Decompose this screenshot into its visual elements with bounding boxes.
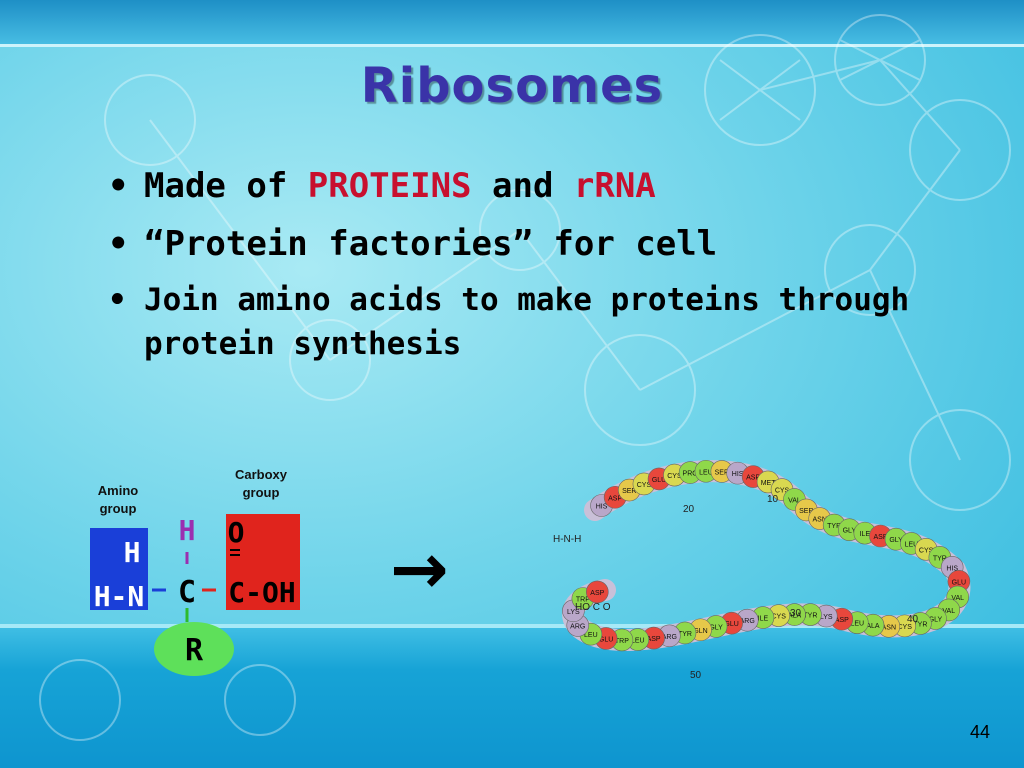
bullet-dot: •	[108, 166, 129, 206]
amino-acid-bead	[585, 580, 609, 604]
amino-acid-bead-label: GLY	[843, 528, 857, 535]
amino-acid-bead-label: ASP	[835, 617, 849, 624]
amino-acid-bead-label: ILE	[758, 616, 769, 623]
side-chain-r: R	[185, 633, 204, 668]
bottom-divider	[0, 624, 1024, 628]
amino-acid-bead-label: CYS	[919, 547, 934, 554]
amino-acid-bead-label: TYR	[803, 613, 817, 620]
amino-acid-bead-label: TYR	[913, 621, 927, 628]
amino-acid-bead-label: CYS	[667, 473, 682, 480]
amino-acid-diagram: H H-N H C O C-OH R	[90, 514, 300, 676]
amino-hn: H-N	[94, 580, 145, 613]
amino-acid-bead-label: ASP	[746, 475, 760, 482]
side-chain-circle	[154, 622, 234, 676]
amino-h: H	[124, 536, 141, 569]
amino-acid-bead-label: GLY	[889, 537, 903, 544]
amino-acid-bead-label: ASN	[812, 517, 826, 524]
bullet-made-of: • Made of PROTEINS and rRNA	[108, 160, 978, 212]
amino-acid-bead-label: GLN	[693, 628, 707, 635]
bullet-list: • Made of PROTEINS and rRNA • “Protein f…	[108, 160, 978, 366]
amino-acid-bead-label: LEU	[850, 621, 864, 628]
amino-acid-bead-label: CYS	[771, 614, 786, 621]
amino-acid-bead-label: ARG	[570, 623, 585, 630]
amino-acid-bead-label: HIS	[946, 565, 958, 572]
page-number: 44	[970, 722, 991, 742]
amino-acid-bead-label: VAL	[951, 595, 964, 602]
amino-acid-bead-label: ALA	[866, 623, 880, 630]
amino-acid-bead-label: ASN	[882, 624, 896, 631]
arrow-right-icon: →	[390, 528, 449, 610]
amino-acid-bead-label: LYS	[567, 609, 580, 616]
amino-acid-bead-label: SER	[622, 488, 636, 495]
bullet-dot: •	[108, 224, 129, 264]
amino-acid-bead-label: TRP	[615, 638, 629, 645]
chain-number-20: 20	[683, 504, 695, 515]
carboxy-coh: C-OH	[228, 576, 295, 609]
center-c: C	[178, 575, 196, 610]
amino-acid-bead-label: ASP	[608, 495, 622, 502]
amino-acid-bead-label: TYR	[827, 523, 841, 530]
amino-acid-bead-label: CYS	[637, 482, 652, 489]
amino-acid-bead-label: ARG	[662, 634, 677, 641]
amino-acid-bead-label: TYR	[933, 555, 947, 562]
amino-acid-bead-label: ASP	[590, 590, 604, 597]
amino-acid-bead-label: ILE	[860, 531, 871, 538]
carboxyl-group: HO C O	[575, 602, 611, 613]
amino-acid-bead-label: ASP	[873, 534, 887, 541]
amino-acid-bead-label: GLU	[652, 477, 666, 484]
amino-acid-bead-label: LYS	[820, 614, 833, 621]
carboxy-group-label: Carboxy group	[234, 467, 288, 500]
amino-acid-bead-label: CYS	[898, 624, 913, 631]
amino-acid-bead-label: VAL	[788, 497, 801, 504]
slide-title: Ribosomes	[360, 58, 664, 114]
carboxy-o: O	[228, 516, 245, 549]
proteins-highlight: PROTEINS	[307, 166, 472, 206]
chain-number-40: 40	[907, 614, 919, 625]
amino-acid-bead-label: SER	[799, 508, 813, 515]
carboxy-group-box	[226, 514, 300, 610]
amino-acid-bead-label: PRO	[683, 471, 699, 478]
amino-acid-bead-label: HIS	[596, 504, 608, 511]
bullet-join-amino-acids: • Join amino acids to make proteins thro…	[108, 278, 978, 366]
amino-acid-bead-label: GLY	[709, 624, 723, 631]
amino-acid-bead-label: LEU	[584, 632, 598, 639]
chain-number-30: 30	[790, 608, 802, 619]
amino-acid-bead-label: TRP	[576, 596, 590, 603]
amino-acid-bead-label: GLU	[599, 636, 613, 643]
amino-acid-bead-label: TYR	[678, 631, 692, 638]
bullet-dot: •	[108, 282, 127, 318]
amino-acid-bead-label: HIS	[732, 471, 744, 478]
amino-acid-bead-label: SER	[715, 469, 729, 476]
amine-group: H-N-H	[553, 534, 581, 545]
amino-acid-bead-label: ARG	[740, 618, 755, 625]
amino-acid-bead-label: VAL	[942, 608, 955, 615]
bullet-protein-factories: • “Protein factories” for cell	[108, 218, 978, 270]
amino-acid-bead-label: ASP	[647, 636, 661, 643]
amino-acid-bead-label: ALA	[788, 613, 802, 620]
amino-acid-bead-label: LEU	[905, 541, 919, 548]
amino-acid-bead-label: GLU	[952, 579, 966, 586]
chain-number-10: 10	[767, 494, 779, 505]
amino-acid-bead-label: CYS	[775, 488, 790, 495]
chain-number-50: 50	[690, 670, 702, 681]
amino-acid-bead-label: GLU	[724, 621, 738, 628]
amino-group-label: Amino group	[97, 483, 139, 516]
center-h: H	[179, 514, 196, 547]
amino-acid-bead-label: LEU	[631, 638, 645, 645]
amino-acid-bead-label: MET	[761, 480, 777, 487]
top-band	[0, 0, 1024, 46]
amino-acid-bead-label: GLY	[929, 616, 943, 623]
top-divider	[0, 44, 1024, 47]
amino-group-box	[90, 528, 148, 610]
rrna-highlight: rRNA	[573, 166, 656, 206]
amino-acid-bead-label: LEU	[699, 469, 713, 476]
